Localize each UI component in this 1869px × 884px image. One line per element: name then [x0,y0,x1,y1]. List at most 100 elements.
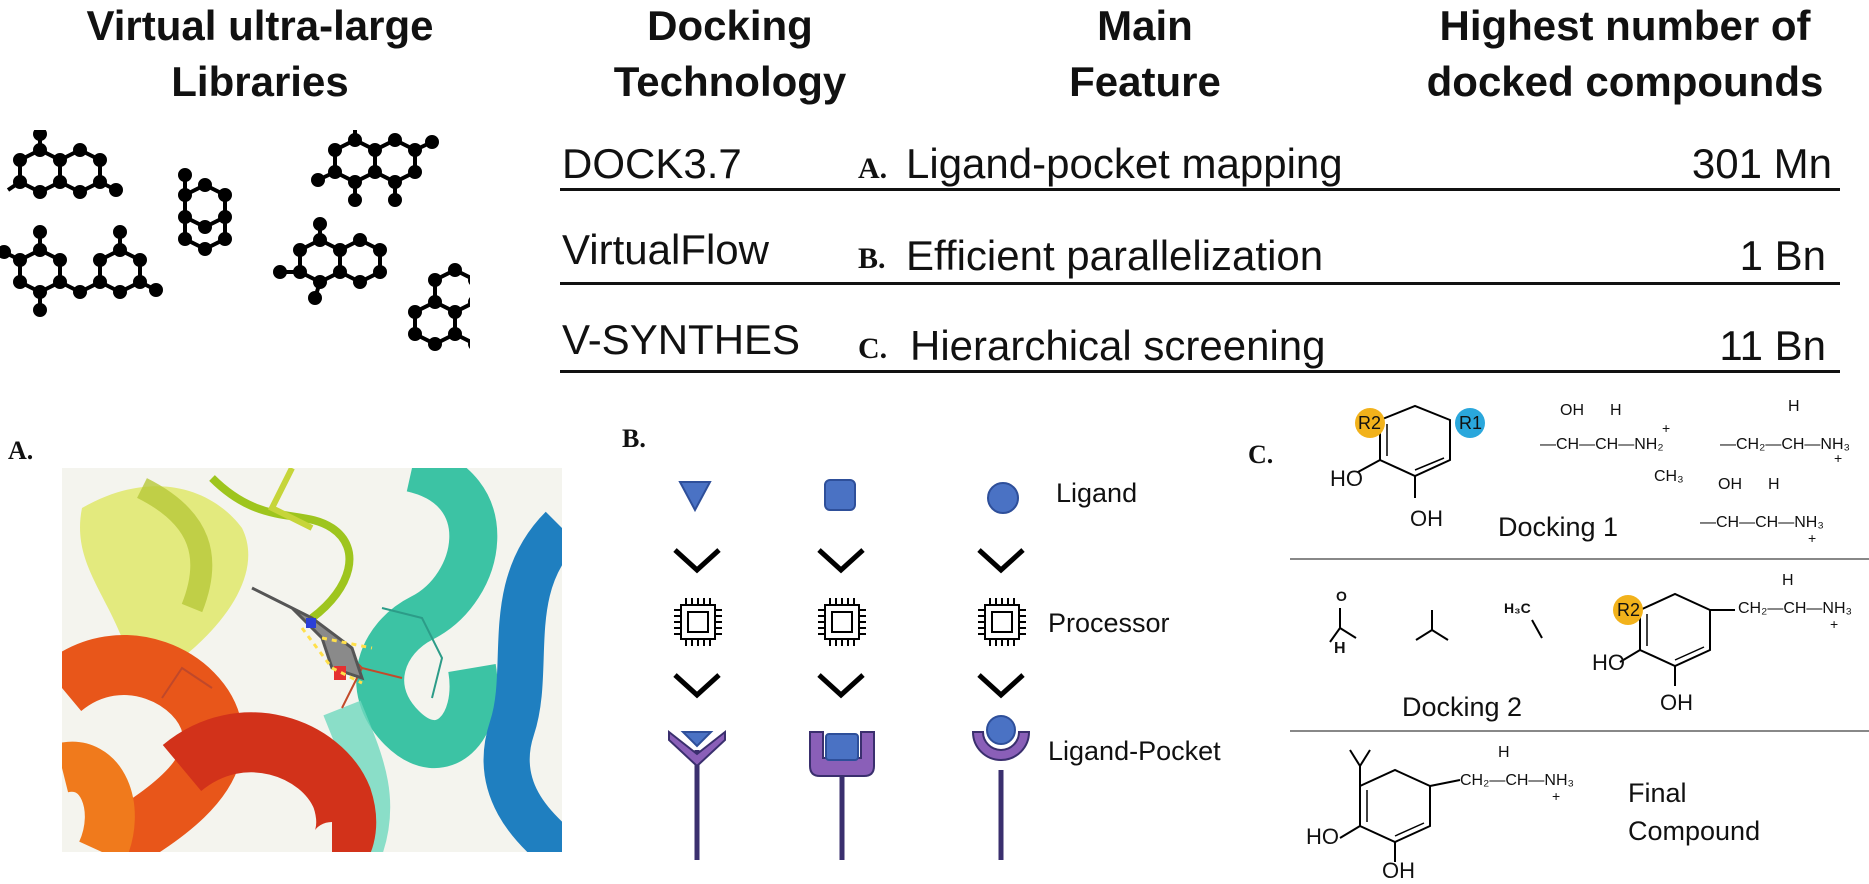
header-libraries: Virtual ultra-large Libraries [40,0,480,110]
chevron-down-icon [673,548,721,574]
final-plus: + [1552,788,1561,804]
ligand-pocket-square-icon [809,731,875,860]
row-3-count: 11 Bn [1719,322,1826,369]
frag-ch3: CH₃ [1654,468,1684,485]
header-feature-line1: Main [1097,2,1193,49]
docking-2-chain: CH₂—CH—NH₃ [1738,600,1853,617]
final-h: H [1498,744,1510,761]
row-1-count: 301 Mn [1691,140,1832,187]
molecule-1 [6,130,123,199]
docking-2-h: H [1782,572,1794,589]
methyl-h3c: H₃C [1504,600,1531,616]
final-compound-label: Final Compound [1628,774,1760,850]
docking-2-oh: OH [1660,690,1693,715]
row-1-letter: A. [858,152,888,185]
fragment-b: —CH₂—CH—NH₃ [1720,436,1851,453]
final-chain: CH₂—CH—NH₃ [1460,772,1575,789]
row-1-rule [560,188,1840,191]
fragment-a: —CH—CH—NH₂ [1540,436,1664,453]
chevron-down-icon [673,673,721,699]
docking-2-r2: R2 [1617,600,1641,620]
ligand-pocket-label: Ligand-Pocket [1048,736,1221,766]
docking-2-fragments [1329,608,1543,643]
processor-icon [978,598,1026,646]
frag-h-top: H [1610,402,1622,419]
header-highest: Highest number of docked compounds [1390,0,1860,110]
r2-label: R2 [1358,413,1382,433]
row-3-rule [560,370,1840,373]
frag-oh-top: OH [1560,402,1584,419]
final-ho: HO [1306,824,1339,849]
protein-pocket-image [62,468,562,852]
row-1-tech: DOCK3.7 [562,140,742,187]
chevron-down-icon [817,673,865,699]
ligand-triangle-icon [678,481,712,513]
ligand-pocket-triangle-icon [668,729,726,860]
molecule-5 [273,217,387,305]
chevron-down-icon [977,548,1025,574]
docking-divider-2 [1290,730,1869,732]
row-2-rule [560,282,1840,285]
processor-label: Processor [1048,608,1170,638]
row-2-letter: B. [858,242,886,275]
molecule-6 [408,263,470,351]
ligand-label: Ligand [1056,478,1138,508]
row-2-count: 1 Bn [1739,232,1826,279]
final-compound-structure [1339,749,1461,862]
ligand-pocket-circle-icon [971,715,1031,860]
docking-1-ho: HO [1330,466,1363,491]
final-label-line1: Final [1628,778,1687,808]
header-highest-line2: docked compounds [1426,58,1824,105]
frag-plus-c: + [1808,530,1817,546]
frag-h-c: H [1768,476,1780,493]
header-feature: Main Feature [1010,0,1280,110]
r2-badge [1355,408,1385,438]
molecule-4 [0,225,163,317]
r1-badge [1455,408,1485,438]
docking-2-plus: + [1830,616,1839,632]
ligand-circle-icon [987,482,1019,514]
frag-h-b: H [1788,398,1800,415]
header-libraries-line1: Virtual ultra-large [86,2,434,49]
header-technology-line1: Docking [647,2,813,49]
row-3-tech: V-SYNTHES [562,316,801,363]
molecule-2 [178,168,232,256]
molecule-3 [311,130,439,207]
row-2-feature: Efficient parallelization [906,232,1324,279]
panel-c-letter: C. [1248,440,1274,469]
fragment-c: —CH—CH—NH₃ [1700,514,1824,531]
molecule-library-illustration [0,130,470,351]
docking-2-scaffold [1613,592,1735,686]
parallelization-diagram [668,479,1031,860]
frag-plus-a: + [1662,420,1671,436]
ligand-square-icon [824,479,856,511]
docking-1-scaffold [1355,404,1485,498]
docking-divider-1 [1290,558,1869,560]
frag-plus-b: + [1834,450,1843,466]
header-feature-line2: Feature [1069,58,1221,105]
header-libraries-line2: Libraries [171,58,349,105]
r1-label: R1 [1459,413,1483,433]
r2-badge [1613,595,1643,625]
docking-1-oh: OH [1410,506,1443,531]
docking-1-label: Docking 1 [1498,512,1619,542]
header-highest-line1: Highest number of [1439,2,1811,49]
row-3-feature: Hierarchical screening [910,322,1326,369]
final-oh: OH [1382,858,1415,883]
docking-2-ho: HO [1592,650,1625,675]
row-2-tech: VirtualFlow [562,226,769,273]
aldehyde-o: O [1336,588,1347,604]
row-1-feature: Ligand-pocket mapping [906,140,1343,187]
chevron-down-icon [977,673,1025,699]
docking-2-label: Docking 2 [1402,692,1523,722]
processor-icon [674,598,722,646]
header-technology: Docking Technology [560,0,900,110]
panel-a-letter: A. [8,436,34,465]
chevron-down-icon [817,548,865,574]
panel-b-letter: B. [622,424,646,453]
final-label-line2: Compound [1628,816,1761,846]
frag-oh-c: OH [1718,476,1742,493]
processor-icon [818,598,866,646]
header-technology-line2: Technology [613,58,847,105]
row-3-letter: C. [858,332,888,365]
